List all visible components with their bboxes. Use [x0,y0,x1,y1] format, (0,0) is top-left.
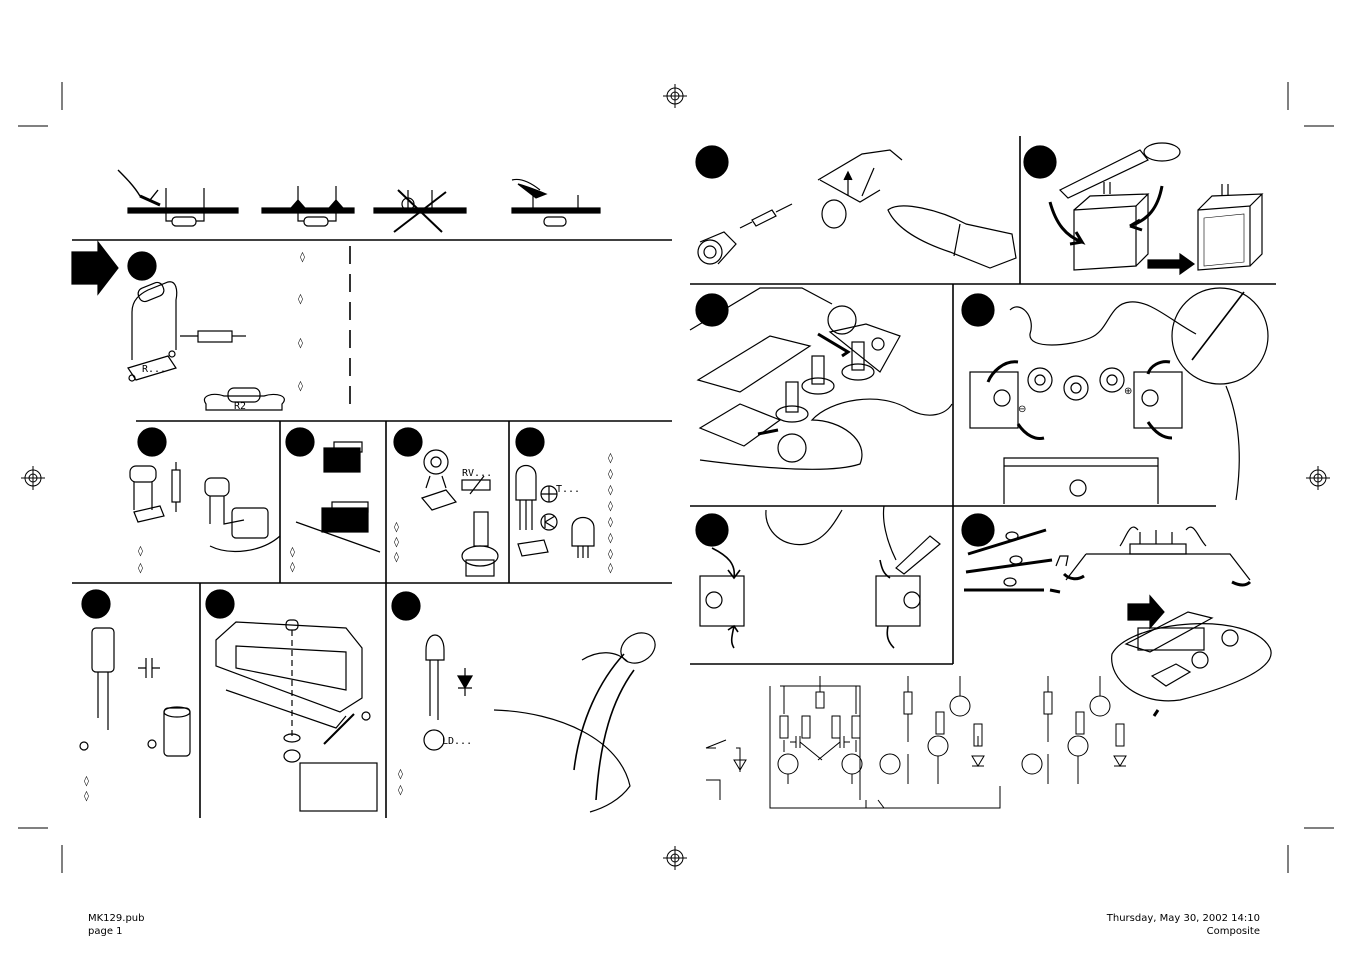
checklist-marker: ◊ [608,516,613,528]
checklist-marker: ◊ [290,546,295,558]
registration-mark-left [21,466,45,490]
step-1-resistors: R... R2 ◊ ◊ ◊ ◊ [71,240,305,412]
crop-marks [18,82,1334,873]
step-14-final-assembly [961,513,1272,717]
trimmer-label: RV... [462,468,492,479]
print-datetime: Thursday, May 30, 2002 14:10 [1106,913,1260,924]
registration-mark-right [1306,466,1330,490]
checklist-marker: ◊ [394,536,399,548]
circuit-schematic [705,676,1127,809]
resistor-print-label: R2 [234,401,246,412]
step-3-relay: ◊ ◊ [285,427,381,573]
checklist-marker: ◊ [298,337,303,349]
checklist-marker: ◊ [608,468,613,480]
right-page-frames [690,136,1276,665]
footer-left: MK129.pub page 1 [88,912,144,938]
step-13-trimmer-solder [695,505,941,649]
checklist-marker: ◊ [608,532,613,544]
step-7-battery-holder [205,589,378,812]
checklist-marker: ◊ [608,562,613,574]
step-12-trimmer-alignment: ⊖ ⊕ [961,287,1269,504]
checklist-marker: ◊ [290,561,295,573]
checklist-marker: ◊ [398,784,403,796]
left-page-frames [72,239,672,818]
checklist-marker: ◊ [608,500,613,512]
checklist-marker: ◊ [84,790,89,802]
checklist-marker: ◊ [298,380,303,392]
led-label: LD... [442,736,472,747]
checklist-marker: ◊ [300,251,305,263]
step-4-trimmer: RV... ◊ ◊ ◊ [393,427,499,577]
footer-right: Thursday, May 30, 2002 14:10 Composite [1107,912,1260,938]
step-9-wire-soldering [695,145,1017,269]
step-5-transistors: T... ◊ ◊ ◊ ◊ ◊ ◊ ◊ ◊ [515,427,613,574]
checklist-marker: ◊ [138,545,143,557]
checklist-marker: ◊ [394,551,399,563]
file-name: MK129.pub [88,913,145,924]
checklist-marker: ◊ [138,562,143,574]
checklist-marker: ◊ [608,452,613,464]
soldering-tips-illustration [117,169,601,233]
step-2-ldr: ◊ ◊ [129,427,281,574]
transistor-label: T... [556,484,580,495]
plate-name: Composite [1206,926,1260,937]
checklist-marker: ◊ [608,484,613,496]
step-8-led: LD... ◊ ◊ [391,591,656,813]
step-11-board-mount [689,287,953,470]
plus-label: ⊕ [1124,386,1132,397]
resistor-label: R... [142,364,166,375]
registration-mark-top [663,84,687,108]
minus-label: ⊖ [1018,404,1026,415]
step-6-capacitor: ◊ ◊ [79,589,191,802]
checklist-marker: ◊ [298,293,303,305]
registration-mark-bottom [663,846,687,870]
checklist-marker: ◊ [398,768,403,780]
checklist-marker: ◊ [608,548,613,560]
page-number: page 1 [88,926,123,937]
checklist-marker: ◊ [394,521,399,533]
checklist-marker: ◊ [84,775,89,787]
step-10-coil-file [1023,142,1264,276]
